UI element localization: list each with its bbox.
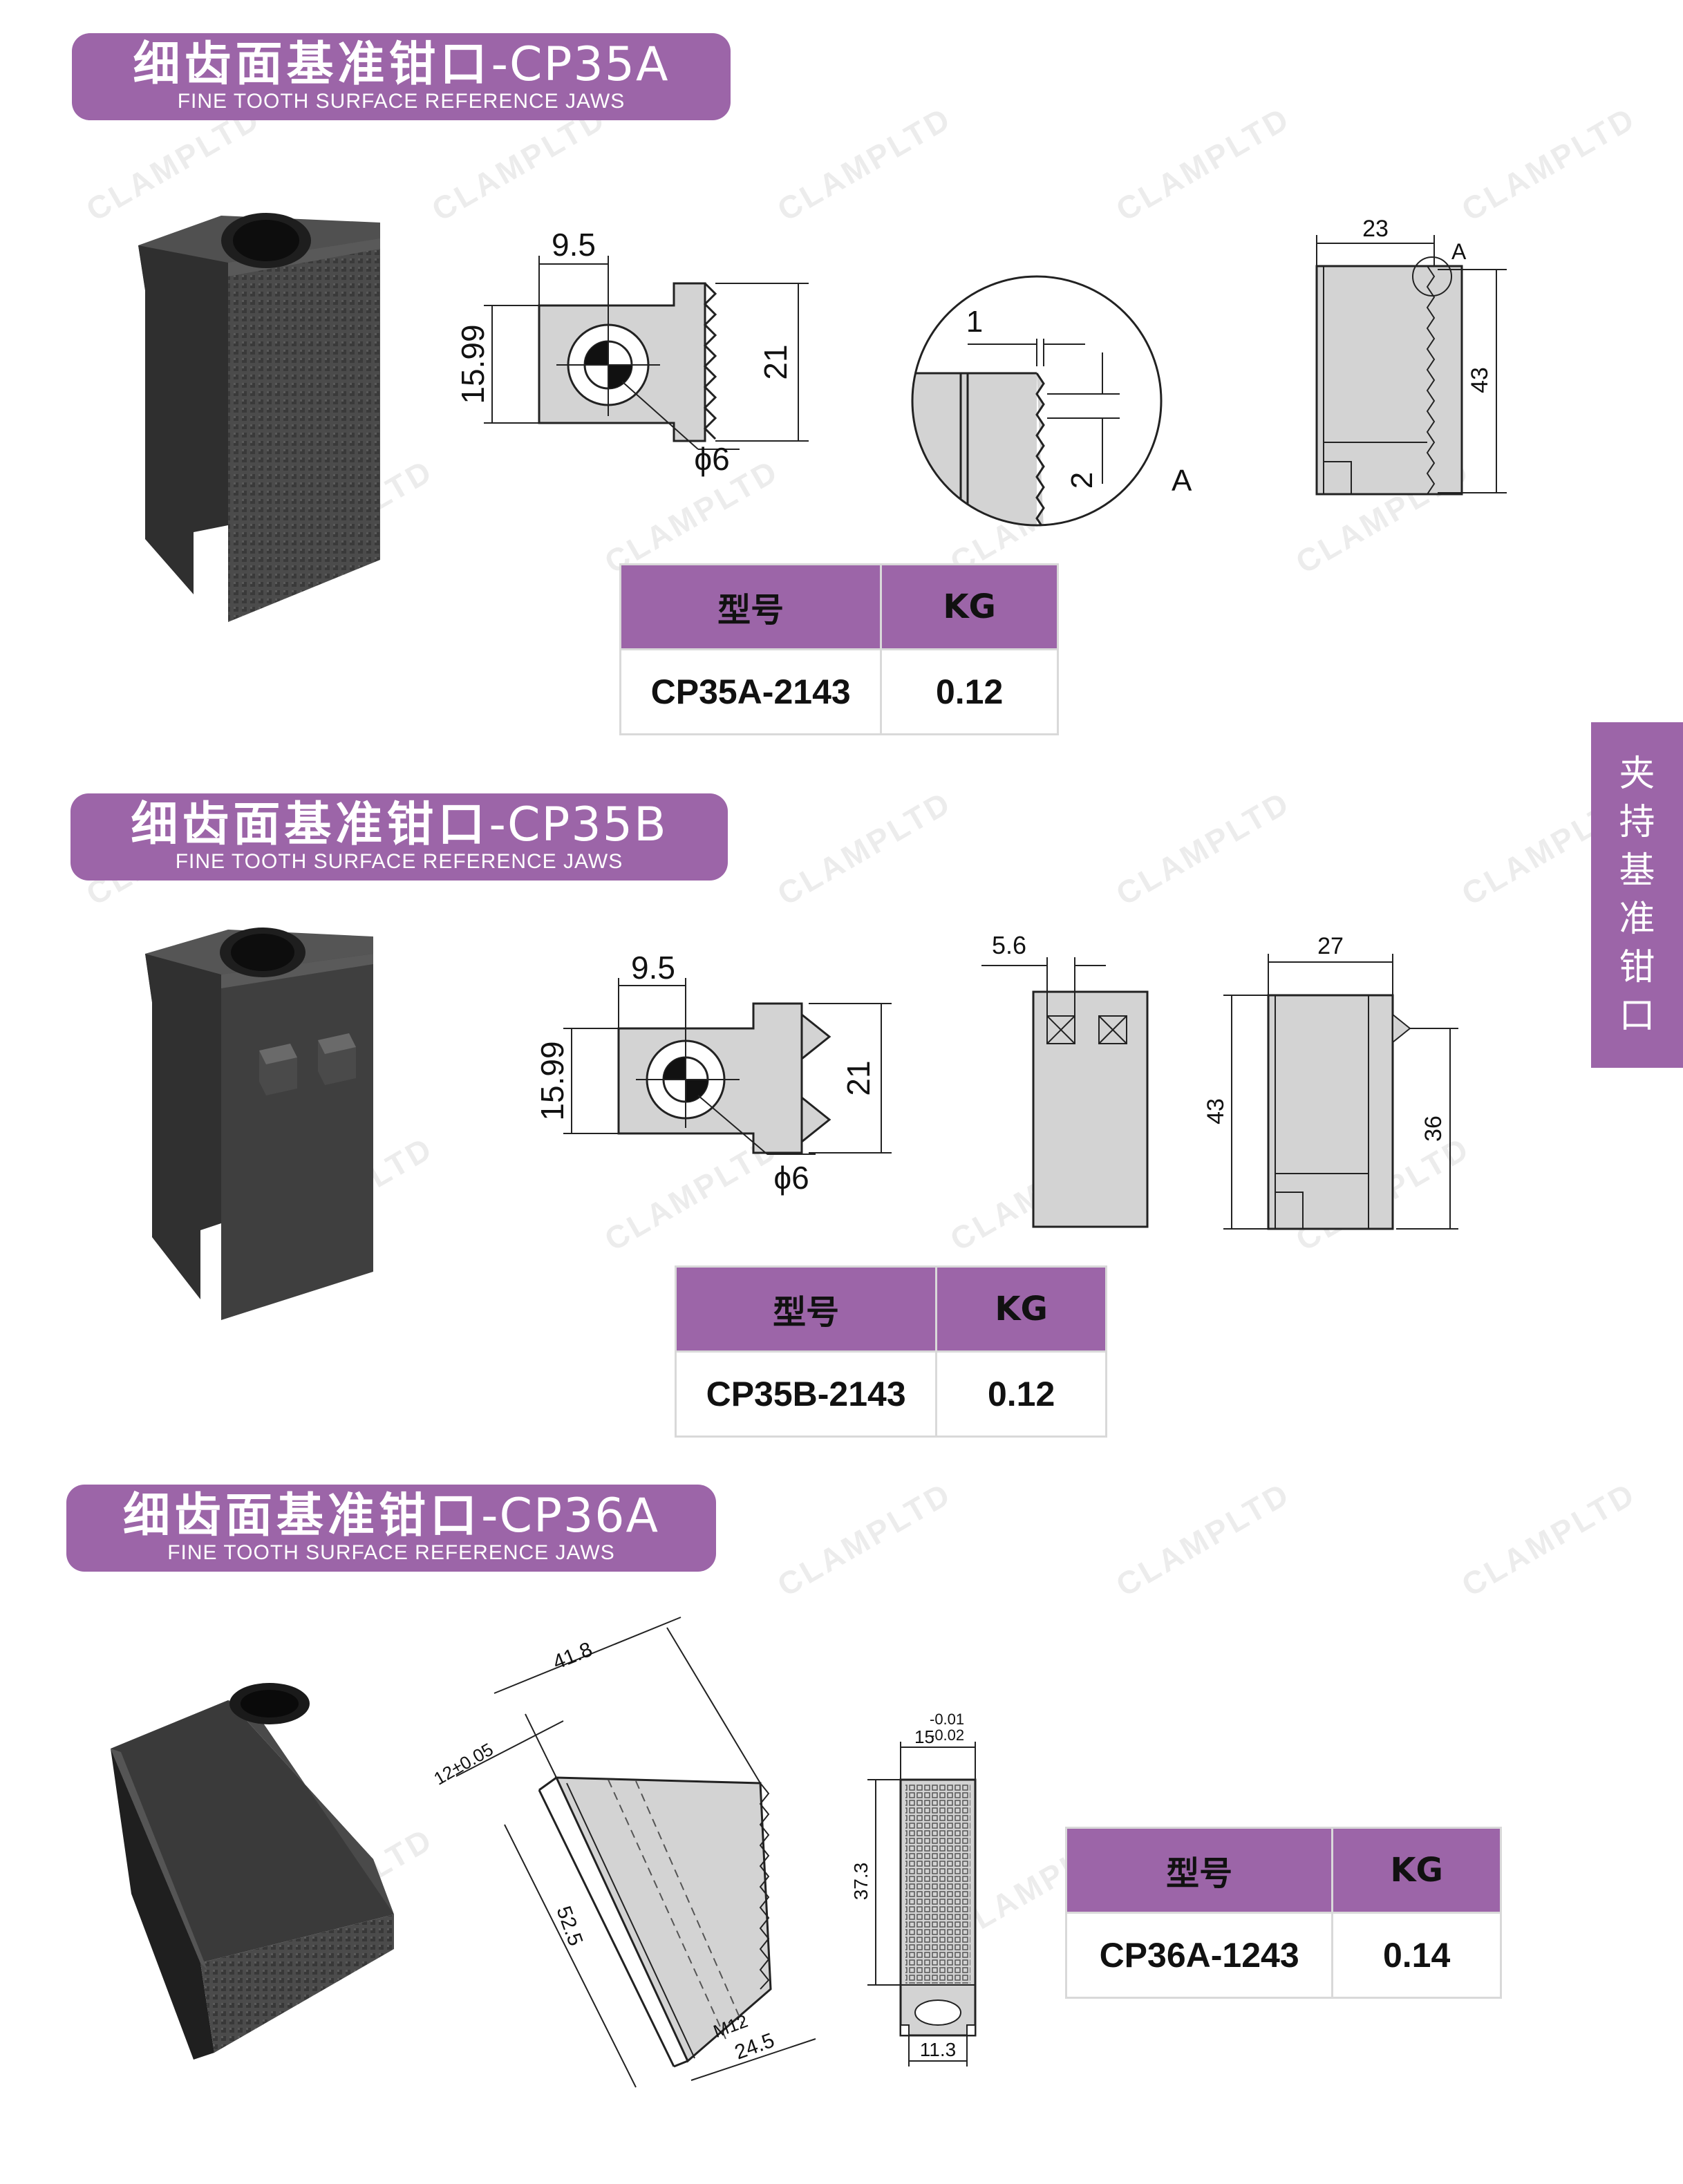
dim-top: 9.5 — [552, 227, 596, 263]
dim-hole: ϕ6 — [773, 1160, 809, 1196]
dim-side: 52.5 — [552, 1903, 587, 1949]
dim-width-top: 15 — [914, 1726, 934, 1747]
dim-inner: 36 — [1420, 1115, 1447, 1142]
watermark: CLAMPLTD — [771, 1475, 958, 1603]
section-title-cn: 细齿面基准钳口 — [122, 1489, 481, 1543]
product-image-cp35b — [145, 928, 373, 1320]
side-tab-char: 夹 — [1619, 753, 1655, 795]
front-drawing-cp36a: 15 -0.01 -0.02 37.3 11.3 — [850, 1711, 977, 2067]
side-tab-char: 准 — [1619, 898, 1655, 940]
dim-height: 37.3 — [850, 1863, 872, 1901]
top-drawing-cp35b: 5.6 — [981, 931, 1149, 1228]
detail-mark: A — [1451, 239, 1467, 264]
col-model-header: 型号 — [1064, 1827, 1334, 1914]
front-drawing-cp35a: 9.5 15.99 21 ϕ6 — [455, 227, 809, 477]
dim-height: 43 — [1203, 1098, 1229, 1124]
col-kg-header: KG — [935, 1265, 1107, 1353]
dim-pitch: 1 — [966, 305, 983, 339]
angled-drawing-cp36a: 41.8 12±0.05 52.5 M12 24.5 — [430, 1617, 816, 2088]
dim-length: 41.8 — [549, 1638, 596, 1674]
dim-tol-lower: -0.02 — [930, 1726, 964, 1744]
side-tab-char: 口 — [1619, 995, 1655, 1037]
col-model-header: 型号 — [619, 563, 883, 650]
table-header-row: 型号 KG — [619, 563, 1059, 650]
dim-width: 27 — [1317, 933, 1344, 959]
product-image-cp36a — [111, 1683, 394, 2060]
dim-bottom: 11.3 — [920, 2039, 956, 2060]
section-title-cn: 细齿面基准钳口 — [131, 798, 489, 852]
section-title-cn: 细齿面基准钳口 — [133, 37, 491, 92]
section-subtitle: FINE TOOTH SURFACE REFERENCE JAWS — [167, 1541, 615, 1564]
col-model-header: 型号 — [674, 1265, 938, 1353]
table-row: CP36A-1243 0.14 — [1064, 1912, 1502, 1999]
watermark: CLAMPLTD — [1109, 100, 1297, 228]
table-row: CP35A-2143 0.12 — [619, 648, 1059, 735]
section-banner-cp35b: 细齿面基准钳口-CP35B FINE TOOTH SURFACE REFEREN… — [70, 793, 728, 881]
dim-top: 9.5 — [631, 950, 675, 986]
col-kg-header: KG — [1331, 1827, 1502, 1914]
dim-tol-upper: -0.01 — [930, 1711, 964, 1728]
side-tab-char: 钳 — [1619, 947, 1655, 988]
side-tab-char: 基 — [1619, 850, 1655, 892]
front-drawing-cp35b: 9.5 15.99 21 ϕ6 — [534, 950, 892, 1196]
dim-hole: ϕ6 — [694, 441, 729, 477]
detail-drawing-cp35a: 1 2 A — [911, 275, 1192, 527]
spec-table-cp36a: 型号 KG CP36A-1243 0.14 — [1064, 1827, 1502, 1999]
product-image-cp35a — [138, 213, 380, 622]
dim-right: 21 — [840, 1060, 876, 1095]
table-row: CP35B-2143 0.12 — [674, 1350, 1107, 1438]
col-kg-header: KG — [880, 563, 1059, 650]
dim-width: 23 — [1362, 216, 1389, 242]
dim-slot: 12±0.05 — [430, 1739, 496, 1789]
section-banner-cp36a: 细齿面基准钳口-CP36A FINE TOOTH SURFACE REFEREN… — [66, 1485, 716, 1572]
section-banner-cp35a: 细齿面基准钳口-CP35A FINE TOOTH SURFACE REFEREN… — [72, 33, 731, 120]
dim-left: 15.99 — [534, 1041, 570, 1120]
table-header-row: 型号 KG — [674, 1265, 1107, 1353]
section-code: -CP36A — [480, 1489, 660, 1543]
section-title: 细齿面基准钳口-CP35A — [72, 37, 731, 93]
category-side-tab: 夹 持 基 准 钳 口 — [1591, 722, 1683, 1068]
model-cell: CP35B-2143 — [674, 1350, 938, 1438]
section-subtitle: FINE TOOTH SURFACE REFERENCE JAWS — [177, 90, 626, 113]
detail-label: A — [1172, 464, 1192, 498]
kg-cell: 0.12 — [935, 1350, 1107, 1438]
dim-depth: 2 — [1065, 472, 1099, 489]
spec-table-cp35b: 型号 KG CP35B-2143 0.12 — [674, 1265, 1107, 1438]
watermark: CLAMPLTD — [1455, 1475, 1642, 1603]
dim-height: 43 — [1467, 367, 1493, 393]
dim-left: 15.99 — [455, 324, 491, 404]
spec-table-cp35a: 型号 KG CP35A-2143 0.12 — [619, 563, 1059, 735]
side-tab-char: 持 — [1619, 802, 1655, 843]
side-drawing-cp35a: 23 A 43 — [1315, 216, 1507, 496]
kg-cell: 0.14 — [1331, 1912, 1502, 1999]
section-title: 细齿面基准钳口-CP36A — [66, 1489, 716, 1544]
watermark: CLAMPLTD — [771, 100, 958, 228]
section-code: -CP35B — [489, 798, 668, 852]
dim-right: 21 — [758, 344, 793, 379]
model-cell: CP35A-2143 — [619, 648, 883, 735]
watermark: CLAMPLTD — [771, 784, 958, 912]
watermark: CLAMPLTD — [1109, 1475, 1297, 1603]
section-code: -CP35A — [491, 37, 670, 92]
model-cell: CP36A-1243 — [1064, 1912, 1334, 1999]
side-drawing-cp35b: 27 43 36 — [1203, 933, 1458, 1230]
section-title: 细齿面基准钳口-CP35B — [70, 798, 728, 853]
table-header-row: 型号 KG — [1064, 1827, 1502, 1914]
dim-spacing: 5.6 — [992, 931, 1026, 959]
watermark: CLAMPLTD — [1109, 784, 1297, 912]
kg-cell: 0.12 — [880, 648, 1059, 735]
section-subtitle: FINE TOOTH SURFACE REFERENCE JAWS — [175, 850, 623, 873]
